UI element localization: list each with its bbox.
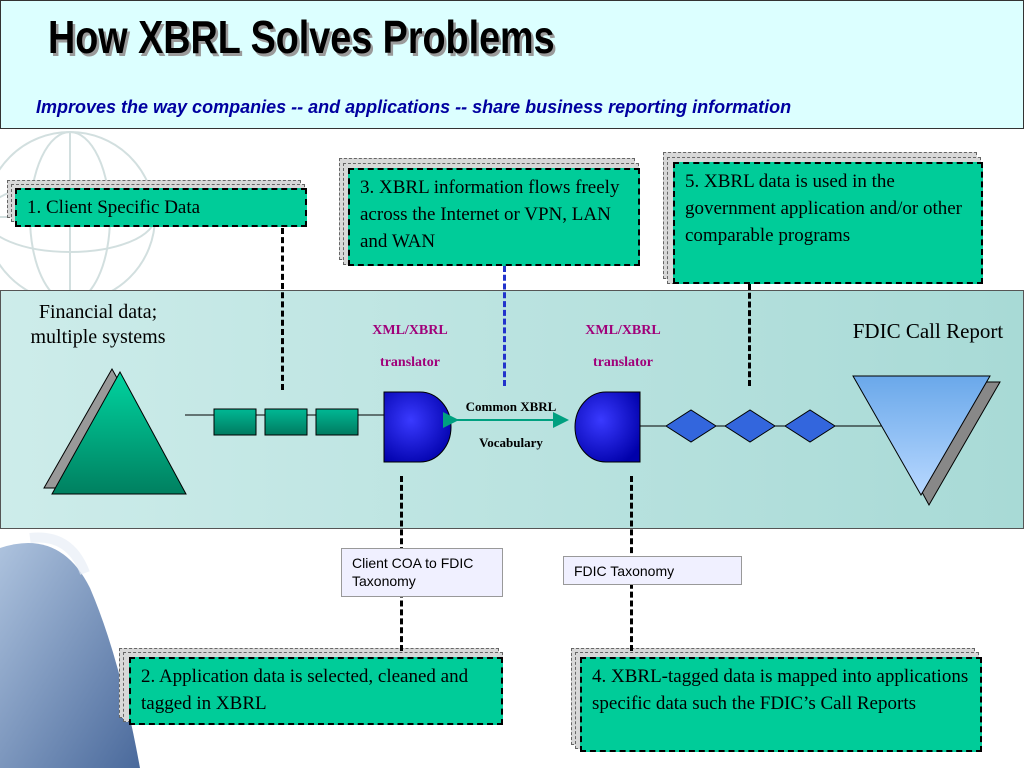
connector-step5 [748,284,751,386]
connector-step3 [503,266,506,386]
target-triangle-icon [852,375,1001,507]
step4-box: 4. XBRL-tagged data is mapped into appli… [580,657,982,752]
right-translator-label-2: translator [593,355,653,370]
step5-text: 5. XBRL data is used in the government a… [685,171,962,246]
left-translator-label-1: XML/XBRL [372,323,448,338]
step4-text: 4. XBRL-tagged data is mapped into appli… [592,666,969,714]
left-translator-label-2: translator [380,355,440,370]
data-packet-icon [264,408,308,436]
connector-step1 [281,228,284,390]
vocabulary-label-2: Vocabulary [479,435,543,450]
data-diamond-icon [784,409,836,443]
flow-diagram [43,367,1001,507]
hand-decoration [0,532,140,768]
source-triangle-icon [43,367,187,495]
taxonomy-note: FDIC Taxonomy [563,556,742,585]
step3-box: 3. XBRL information flows freely across … [348,168,640,266]
vocabulary-label-1: Common XBRL [465,399,557,414]
page-title: How XBRL Solves Problems [48,11,555,63]
right-translator-label-1: XML/XBRL [585,323,661,338]
data-packet-icon [213,408,257,436]
step2-text: 2. Application data is selected, cleaned… [141,666,469,714]
left-translator-icon [383,391,452,463]
step1-text: 1. Client Specific Data [27,197,201,218]
coa-note-text: Client COA to FDIC Taxonomy [352,555,474,589]
step3-text: 3. XBRL information flows freely across … [360,177,620,252]
step1-box: 1. Client Specific Data [15,188,307,227]
data-diamond-icon [724,409,776,443]
coa-note: Client COA to FDIC Taxonomy [341,548,503,597]
step2-box: 2. Application data is selected, cleaned… [129,657,503,725]
step5-box: 5. XBRL data is used in the government a… [673,162,983,284]
source-label: Financial data; multiple systems [30,301,166,348]
taxonomy-note-text: FDIC Taxonomy [574,563,675,579]
data-diamond-icon [665,409,717,443]
right-translator-icon [574,391,641,463]
data-packet-icon [315,408,359,436]
page-subtitle: Improves the way companies -- and applic… [36,97,792,117]
header-bar [0,0,1024,129]
target-label: FDIC Call Report [852,319,1004,343]
